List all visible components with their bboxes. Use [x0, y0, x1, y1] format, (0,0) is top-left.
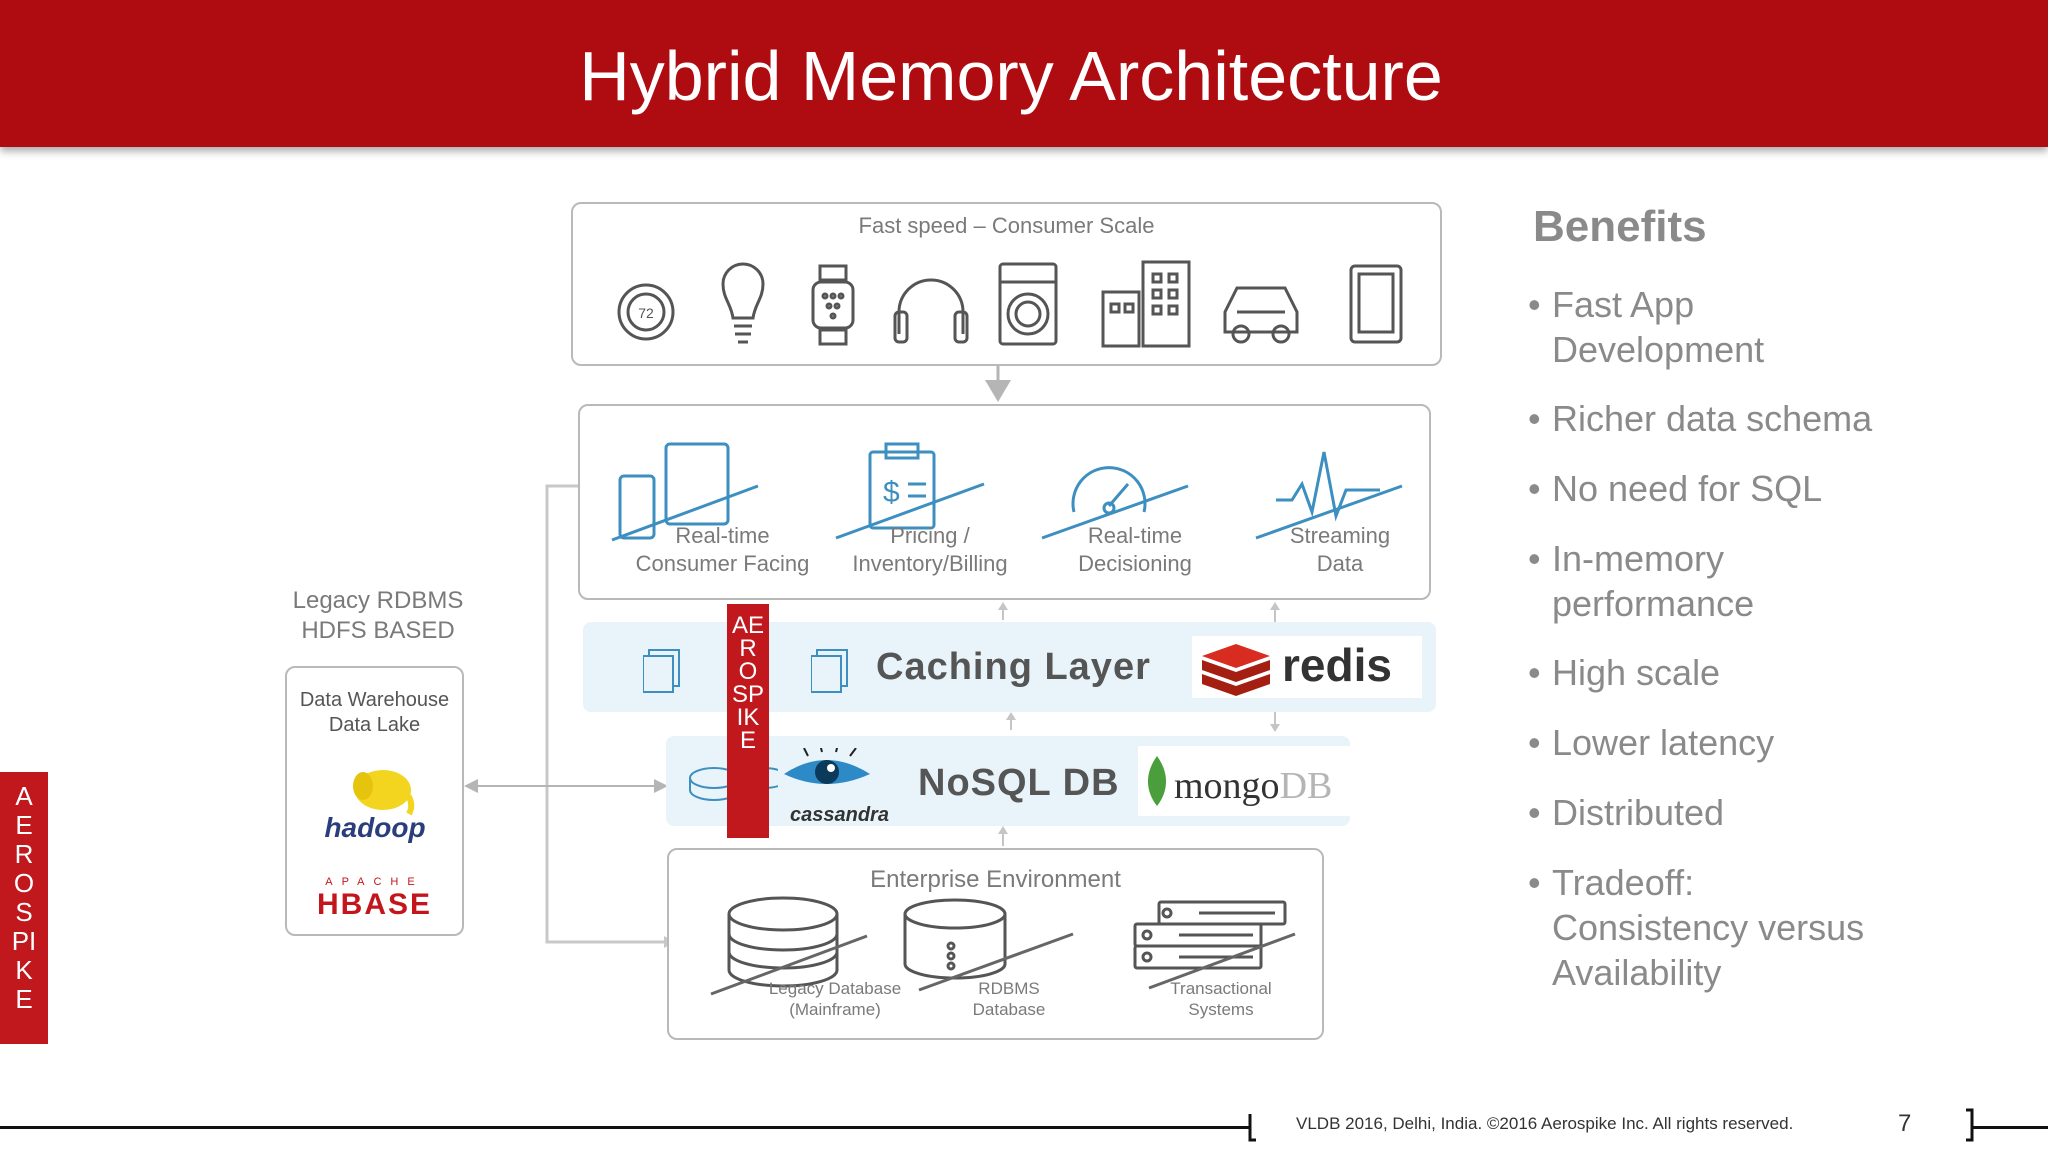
car-icon [1223, 286, 1299, 344]
apache-text: APACHE [325, 876, 424, 888]
washing-machine-icon [998, 262, 1058, 346]
rdbms-database-icon [903, 898, 1074, 992]
consumer-heading: Fast speed – Consumer Scale [858, 213, 1155, 238]
benefit-item: •Lower latency [1528, 722, 1775, 763]
benefit-item: •Richer data schema [1528, 398, 1873, 439]
aerospike-vertical-text: AEROSPIKE [732, 612, 765, 754]
benefit-item: •No need for SQL [1528, 468, 1823, 509]
title-bar [0, 0, 2048, 147]
footer-bracket-left [1248, 1114, 1256, 1142]
svg-text:$: $ [883, 476, 900, 509]
footer-rule-left [0, 1126, 1250, 1129]
enterprise-heading: Enterprise Environment [870, 866, 1121, 893]
thermostat-icon: 72 [617, 283, 675, 341]
app-icons: $ [611, 442, 1403, 542]
enterprise-icons [710, 896, 1296, 996]
aerospike-vertical-strip: AEROSPIKE [727, 604, 769, 838]
nosql-band: cassandra NoSQL DB mongoDB [666, 736, 1374, 826]
cache-doc-icons [643, 649, 680, 693]
devices-icon [611, 442, 759, 542]
mongodb-leaf-icon [1147, 756, 1167, 806]
benefit-item: •High scale [1528, 652, 1721, 693]
redis-logo: redis [1192, 636, 1422, 698]
hadoop-elephant-icon [353, 770, 415, 816]
footer-rule-right [1972, 1126, 2048, 1129]
cache-doc-icons-2 [811, 649, 848, 693]
gauge-icon [1041, 466, 1189, 540]
enterprise-box: Enterprise Environment Legacy Database(M… [667, 848, 1324, 1040]
consumer-icons: 72 [617, 260, 1403, 348]
hbase-text: HBASE [316, 888, 432, 921]
redis-text: redis [1282, 639, 1392, 691]
lightbulb-icon [721, 262, 765, 344]
footer-copyright: VLDB 2016, Delhi, India. ©2016 Aerospike… [1296, 1114, 1794, 1133]
page-number: 7 [1898, 1110, 1912, 1137]
legacy-database-label: Legacy Database(Mainframe) [768, 979, 902, 1019]
clipboard-dollar-icon: $ [835, 442, 985, 540]
footer-bracket-right [1966, 1108, 1974, 1142]
benefit-item: •Distributed [1528, 792, 1725, 833]
nosql-db-label: NoSQL DB [918, 762, 1120, 804]
caching-layer-label: Caching Layer [876, 646, 1151, 688]
benefits-heading: Benefits [1533, 202, 1707, 251]
caching-layer-band: Caching Layer redis [583, 622, 1436, 712]
buildings-icon [1101, 260, 1191, 348]
cassandra-eye-icon [784, 748, 870, 784]
mongodb-logo: mongoDB [1138, 746, 1374, 816]
transactional-systems-icon [1133, 900, 1296, 990]
consumer-scale-box: Fast speed – Consumer Scale 72 [571, 202, 1442, 366]
brand-strip-left: AEROSPIKE [0, 772, 48, 1044]
redis-cube-icon [1202, 644, 1270, 696]
slide-title: Hybrid Memory Architecture [579, 37, 1443, 115]
app-pricing-label: Pricing /Inventory/Billing [852, 523, 1008, 576]
smartwatch-icon [811, 264, 855, 346]
heartbeat-icon [1255, 451, 1403, 540]
headphones-icon [893, 278, 969, 344]
cassandra-text: cassandra [790, 804, 889, 826]
svg-text:72: 72 [638, 305, 654, 321]
hadoop-text: hadoop [324, 812, 426, 843]
brand-vertical-text: AEROSPIKE [11, 781, 37, 1014]
mongodb-text: mongoDB [1174, 765, 1333, 807]
tablet-icon [1349, 264, 1403, 344]
legacy-database-icon [710, 896, 868, 996]
